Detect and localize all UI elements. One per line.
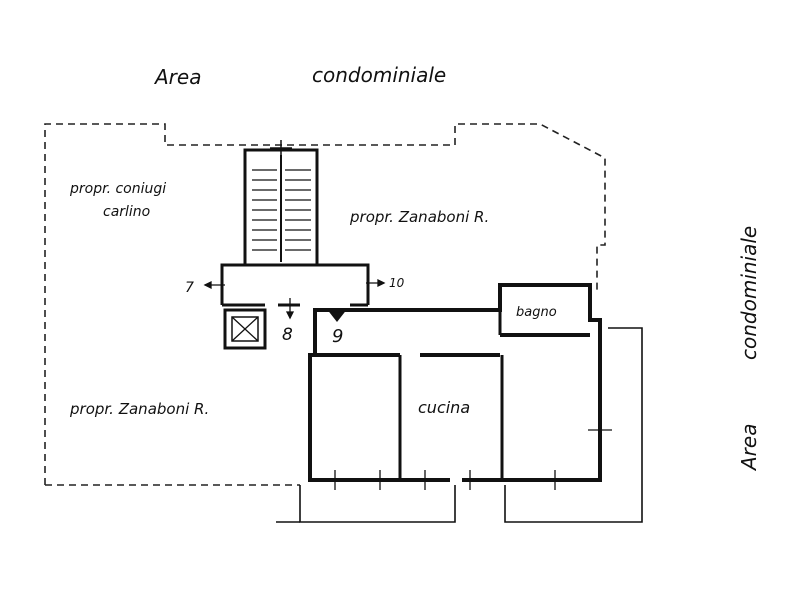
- area-label-right-1: Area: [737, 424, 761, 472]
- owner-label-carlino-2: carlino: [103, 204, 150, 220]
- marker-arrows: [203, 278, 386, 323]
- room-label-kitchen: cucina: [418, 398, 470, 417]
- owner-label-carlino-1: propr. coniugi: [69, 181, 166, 197]
- staircase: [243, 140, 319, 267]
- marker-7: 7: [185, 280, 194, 296]
- owner-label-zanaboni-bottom: propr. Zanaboni R.: [69, 400, 209, 418]
- marker-8: 8: [282, 325, 293, 345]
- area-label-top-1: Area: [153, 65, 201, 89]
- owner-label-zanaboni-top: propr. Zanaboni R.: [349, 208, 489, 226]
- landing: [220, 263, 370, 307]
- elevator: [223, 308, 267, 350]
- marker-10: 10: [389, 276, 405, 290]
- balconies: [276, 327, 643, 523]
- marker-9: 9: [332, 326, 343, 347]
- property-boundary: [44, 123, 606, 486]
- apartment-walls: [308, 283, 612, 490]
- area-label-right-2: condominiale: [737, 226, 761, 360]
- room-label-bathroom: bagno: [516, 305, 557, 320]
- area-label-top-2: condominiale: [312, 63, 446, 87]
